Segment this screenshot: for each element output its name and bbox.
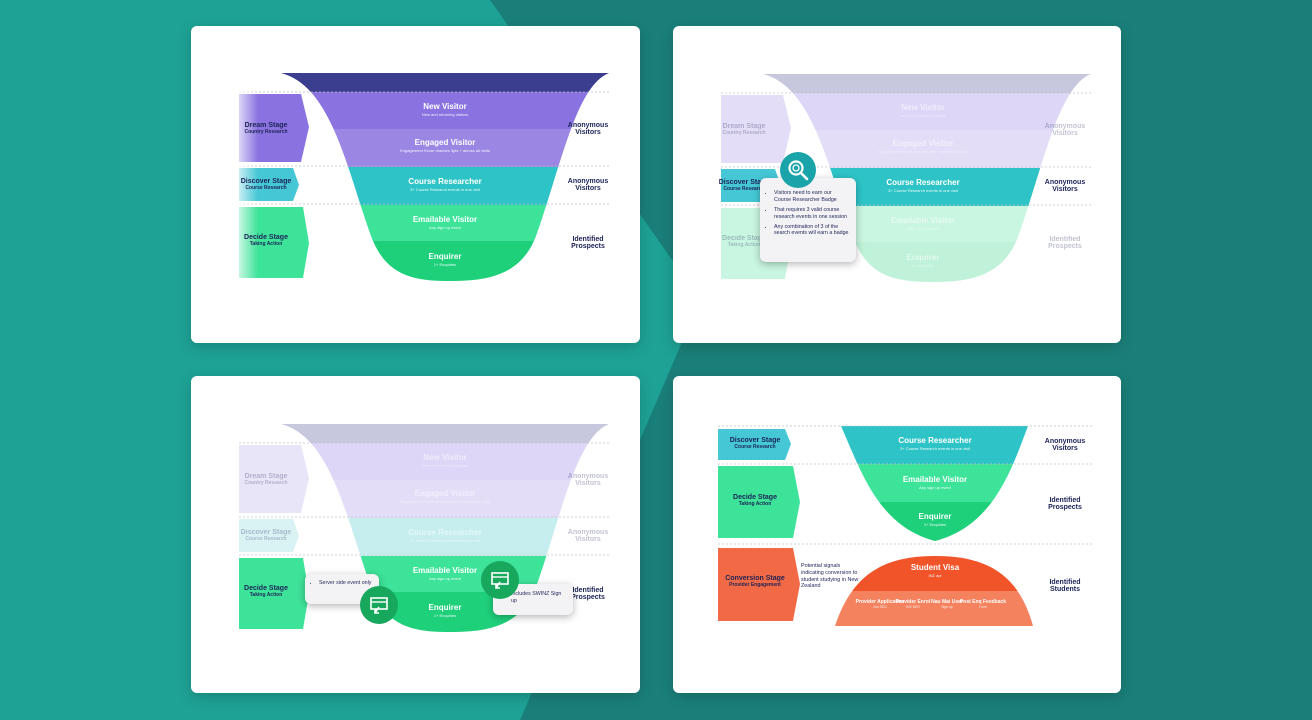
decide-stage-arrow bbox=[239, 558, 309, 629]
funnel-top-band bbox=[281, 73, 609, 92]
conversion-diagram bbox=[718, 425, 1093, 626]
band-course-researcher bbox=[841, 426, 1028, 464]
tooltip-swinz: Includes SWINZ Sign up bbox=[511, 591, 567, 605]
band-new-visitor bbox=[281, 92, 609, 129]
conversion-stage-arrow bbox=[718, 548, 800, 621]
discover-stage-arrow bbox=[718, 429, 791, 460]
course-researcher-tooltip: Visitors need to earn our Course Researc… bbox=[760, 178, 856, 262]
right-label-anonymous-2: Anonymous Visitors bbox=[567, 529, 609, 544]
signup-badge-icon-2 bbox=[481, 561, 519, 599]
right-label-anonymous-1: Anonymous Visitors bbox=[567, 473, 609, 488]
right-label-anonymous: Anonymous Visitors bbox=[1044, 438, 1086, 453]
right-label-identified-prospects: Identified Prospects bbox=[1048, 497, 1082, 512]
tooltip-point-2: That requires 3 valid course research ev… bbox=[774, 207, 850, 221]
decide-stage-arrow bbox=[718, 466, 800, 538]
right-label-anonymous-1: Anonymous Visitors bbox=[1044, 123, 1086, 138]
potential-signals-text: Potential signals indicating conversion … bbox=[801, 563, 859, 590]
tooltip-point-1: Visitors need to earn our Course Researc… bbox=[774, 190, 850, 204]
right-label-anonymous-2: Anonymous Visitors bbox=[1044, 179, 1086, 194]
right-label-identified: Identified Prospects bbox=[571, 587, 605, 602]
right-label-anonymous-1: Anonymous Visitors bbox=[567, 122, 609, 137]
band-sub-signals bbox=[835, 591, 1033, 626]
right-label-identified: Identified Prospects bbox=[571, 236, 605, 251]
tooltip-point-3: Any combination of 3 of the search event… bbox=[774, 224, 850, 238]
right-label-identified: Identified Prospects bbox=[1048, 236, 1082, 251]
right-label-anonymous-2: Anonymous Visitors bbox=[567, 178, 609, 193]
signup-badge-icon bbox=[360, 586, 398, 624]
right-label-identified-students: Identified Students bbox=[1049, 579, 1081, 594]
magnifier-badge-icon bbox=[780, 152, 816, 188]
tooltip-server-side: Server side event only bbox=[319, 580, 373, 587]
funnel-diagram bbox=[231, 73, 611, 286]
